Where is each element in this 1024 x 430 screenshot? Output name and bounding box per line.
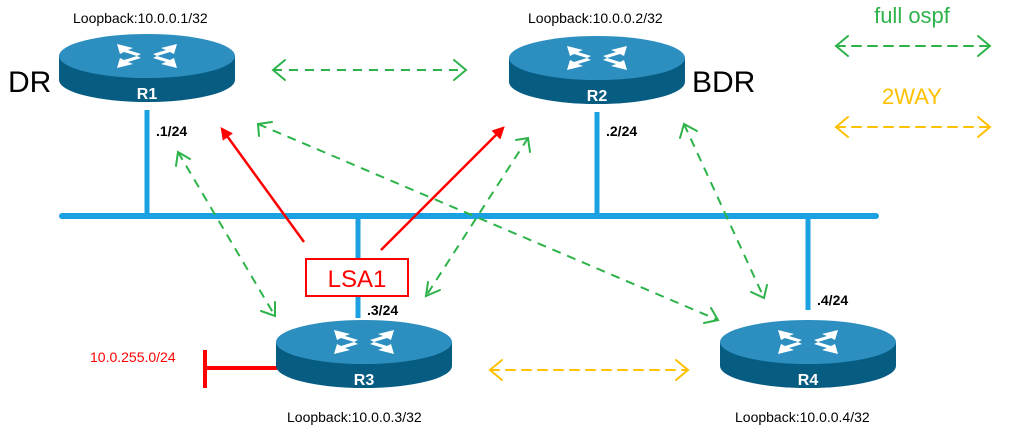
- stub-network-link: [203, 350, 277, 388]
- r1-loopback: Loopback:10.0.0.1/32: [73, 10, 208, 26]
- network-links: [59, 110, 879, 318]
- adj-r2-r4: [683, 123, 765, 299]
- r1-interface-ip: .1/24: [156, 123, 187, 139]
- adj-r1-r3: [177, 151, 276, 317]
- r2-loopback: Loopback:10.0.0.2/32: [528, 10, 663, 26]
- legend-twoway-arrow: [834, 116, 992, 138]
- legend-full-arrow: [834, 35, 992, 57]
- r4-interface-ip: .4/24: [817, 292, 848, 308]
- twoway-arrow-r3-r4: [488, 359, 690, 381]
- router-r2-name: R2: [587, 88, 608, 105]
- router-r4[interactable]: R4: [720, 320, 896, 389]
- router-r4-name: R4: [798, 372, 819, 389]
- adj-r1-r4: [257, 123, 719, 321]
- lsa-to-r2: [380, 126, 505, 251]
- r3-interface-ip: .3/24: [367, 302, 398, 318]
- r2-interface-ip: .2/24: [606, 123, 637, 139]
- legend: full ospf 2WAY: [834, 3, 992, 138]
- lsa-label: LSA1: [328, 266, 387, 293]
- r4-loopback: Loopback:10.0.0.4/32: [735, 409, 870, 425]
- lsa-arrows: [220, 126, 505, 251]
- r1-role-label: DR: [8, 66, 51, 99]
- legend-twoway-label: 2WAY: [882, 84, 942, 109]
- full-arrowheads: [175, 59, 768, 324]
- r3-loopback: Loopback:10.0.0.3/32: [287, 409, 422, 425]
- full-adjacency-arrows: [177, 69, 765, 321]
- router-r2[interactable]: R2: [509, 36, 685, 105]
- lsa-box: LSA1: [305, 258, 409, 297]
- router-r3-name: R3: [354, 372, 375, 389]
- stub-network-label: 10.0.255.0/24: [90, 349, 176, 365]
- router-r1[interactable]: R1: [59, 34, 235, 103]
- router-r3[interactable]: R3: [276, 320, 452, 389]
- r2-role-label: BDR: [692, 66, 755, 99]
- router-r1-name: R1: [137, 86, 158, 103]
- legend-full-label: full ospf: [874, 3, 951, 28]
- lsa-to-r1: [220, 126, 306, 243]
